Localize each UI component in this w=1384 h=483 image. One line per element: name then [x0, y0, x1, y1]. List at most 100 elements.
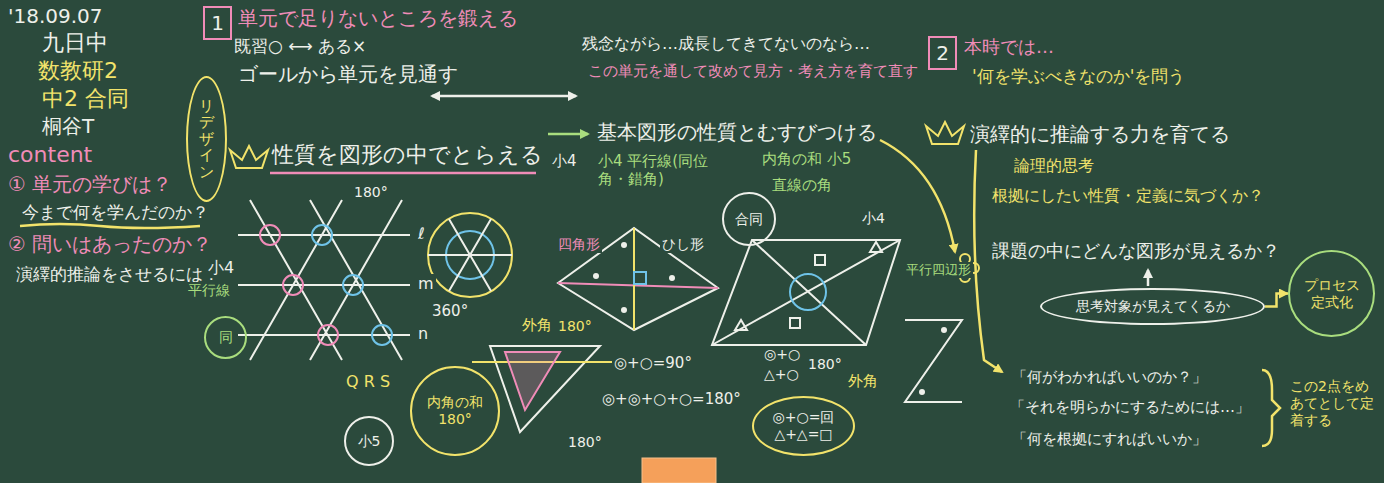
- triangle-lattice: [283, 275, 303, 295]
- rhombus-figure: [669, 275, 675, 281]
- crown-mark: [926, 122, 964, 144]
- node-text: 同: [219, 329, 233, 346]
- chalk-note: '18.09.07: [6, 4, 105, 28]
- angle-circle-figure: [428, 213, 512, 297]
- chalk-note: '何を学ぶべきなのか'を問う: [970, 66, 1187, 86]
- crossing-triangles: [941, 327, 947, 333]
- chalk-note: 既習○ ⟷ ある×: [232, 36, 368, 56]
- chalk-note: 四角形: [556, 236, 602, 253]
- exterior-angle-triangle: [472, 346, 612, 432]
- chalk-note: 小4: [860, 210, 887, 227]
- crossing-triangles: [919, 389, 925, 395]
- chalk-note: 性質を図形の中でとらえる: [270, 142, 545, 168]
- chalk-note: 演繹的に推論する力を育てる: [968, 122, 1232, 146]
- chalk-note: この2点をめあてとして定着する: [1288, 378, 1376, 428]
- chalk-note: 内角の和 小5: [760, 150, 853, 168]
- chalk-note: 小4: [206, 258, 236, 277]
- chalk-note: この単元を通して改めて見方・考え方を育て直す: [586, 62, 920, 80]
- chalk-note: 平行線: [186, 282, 232, 299]
- triangle-lattice: [260, 225, 280, 245]
- chalk-arrows: [880, 140, 955, 252]
- connector-arrow: [1265, 294, 1288, 307]
- node-text: △+△=□: [774, 426, 832, 443]
- crossing-triangles: [905, 320, 962, 402]
- chalk-note: 桐谷T: [40, 114, 96, 138]
- chalk-note: ひし形: [660, 236, 706, 253]
- chalk-note: 本時では…: [962, 36, 1056, 58]
- crossing-triangles: [905, 320, 962, 402]
- chalk-note: 外角: [846, 372, 880, 390]
- underline: [20, 224, 200, 228]
- triangle-lattice: [250, 200, 402, 360]
- chalk-circle: 同: [204, 316, 247, 359]
- rhombus-figure: [621, 307, 627, 313]
- process-circle: プロセス定式化: [1288, 250, 1375, 337]
- node-text: 小5: [358, 433, 381, 450]
- node-text: プロセス: [1304, 277, 1360, 294]
- parallelogram-figure: [712, 240, 900, 345]
- underline: [270, 172, 536, 175]
- crown-mark: [230, 146, 268, 168]
- chalk-note: ① 単元の学びは？: [6, 172, 174, 196]
- section-box: 1: [203, 6, 232, 40]
- chalk-note: 180°: [806, 356, 844, 373]
- chalk-note: 中2 合同: [40, 86, 131, 112]
- parallelogram-figure: [815, 255, 825, 265]
- chalk-note: ◎+○=90°: [612, 354, 694, 372]
- formula-oval: ◎+○=回△+△=□: [752, 396, 855, 456]
- chalk-tray-magnet: [642, 458, 716, 483]
- parallelogram-figure: [712, 240, 900, 345]
- chalk-note: Q R S: [344, 372, 392, 391]
- chalk-note: 数教研2: [36, 58, 120, 84]
- chalk-note: ℓ: [416, 224, 427, 243]
- exterior-angle-triangle: [490, 346, 600, 432]
- chalk-note: 「何がわかればいいのか？」: [1010, 368, 1209, 386]
- grade-circle: 小5: [344, 416, 394, 466]
- chalk-note: 課題の中にどんな図形が見えるか？: [990, 240, 1282, 262]
- parallelogram-figure: [712, 240, 900, 345]
- chalk-arrows: [1147, 270, 1150, 286]
- chalk-note: 平行四辺形: [904, 262, 973, 278]
- section-box: 2: [928, 36, 957, 70]
- triangle-lattice: [318, 325, 338, 345]
- triangle-lattice: [372, 325, 392, 345]
- chalk-arrows: [548, 133, 588, 136]
- triangle-lattice: [238, 235, 410, 335]
- node-text: 思考対象が見えてくるか: [1076, 298, 1230, 315]
- chalk-note: 今まで何を学んだのか？: [20, 202, 211, 222]
- node-text: 1: [211, 11, 224, 35]
- node-text: ◎+○=回: [773, 409, 835, 426]
- node-text: 内角の和 180°: [425, 394, 485, 428]
- angle-sum-circle: 内角の和 180°: [410, 366, 500, 456]
- chalk-note: △+○: [762, 366, 801, 383]
- chalk-note: ② 問いはあったのか？: [6, 232, 214, 256]
- triangle-lattice: [238, 200, 410, 360]
- thinking-oval: 思考対象が見えてくるか: [1040, 288, 1265, 325]
- brace: [1262, 370, 1280, 446]
- node-text: 2: [936, 41, 949, 65]
- parallelogram-figure: [790, 274, 826, 310]
- chalk-note: 外角: [520, 316, 554, 334]
- chalk-note: 360°: [430, 302, 470, 320]
- chalk-tray-magnet: [642, 458, 716, 483]
- chalk-note: 「それを明らかにするためには…」: [1008, 398, 1252, 416]
- parallelogram-figure: [790, 318, 800, 328]
- chalk-note: ゴールから単元を見通す: [236, 62, 460, 86]
- rhombus-figure: [593, 273, 599, 279]
- brace: [1262, 370, 1280, 446]
- congruence-circle: 合同: [722, 192, 776, 246]
- chalk-note: 小4: [550, 152, 579, 170]
- chalk-note: content: [6, 142, 94, 168]
- chalk-note: 根拠にしたい性質・定義に気づくか？: [990, 186, 1266, 205]
- triangle-lattice: [312, 225, 332, 245]
- chalk-note: 基本図形の性質とむすびつける: [595, 120, 879, 144]
- angle-circle-figure: [428, 213, 512, 297]
- chalk-note: 180°: [566, 434, 604, 451]
- chalk-note: 180°: [556, 318, 594, 335]
- node-text: リデザイン: [199, 98, 214, 181]
- chalk-note: 「何を根拠にすればいいか」: [1010, 430, 1209, 448]
- chalk-arrows: [432, 95, 576, 98]
- redesign-oval: リデザイン: [186, 76, 227, 202]
- node-text: 定式化: [1311, 294, 1353, 311]
- chalk-note: ◎+○: [762, 346, 802, 363]
